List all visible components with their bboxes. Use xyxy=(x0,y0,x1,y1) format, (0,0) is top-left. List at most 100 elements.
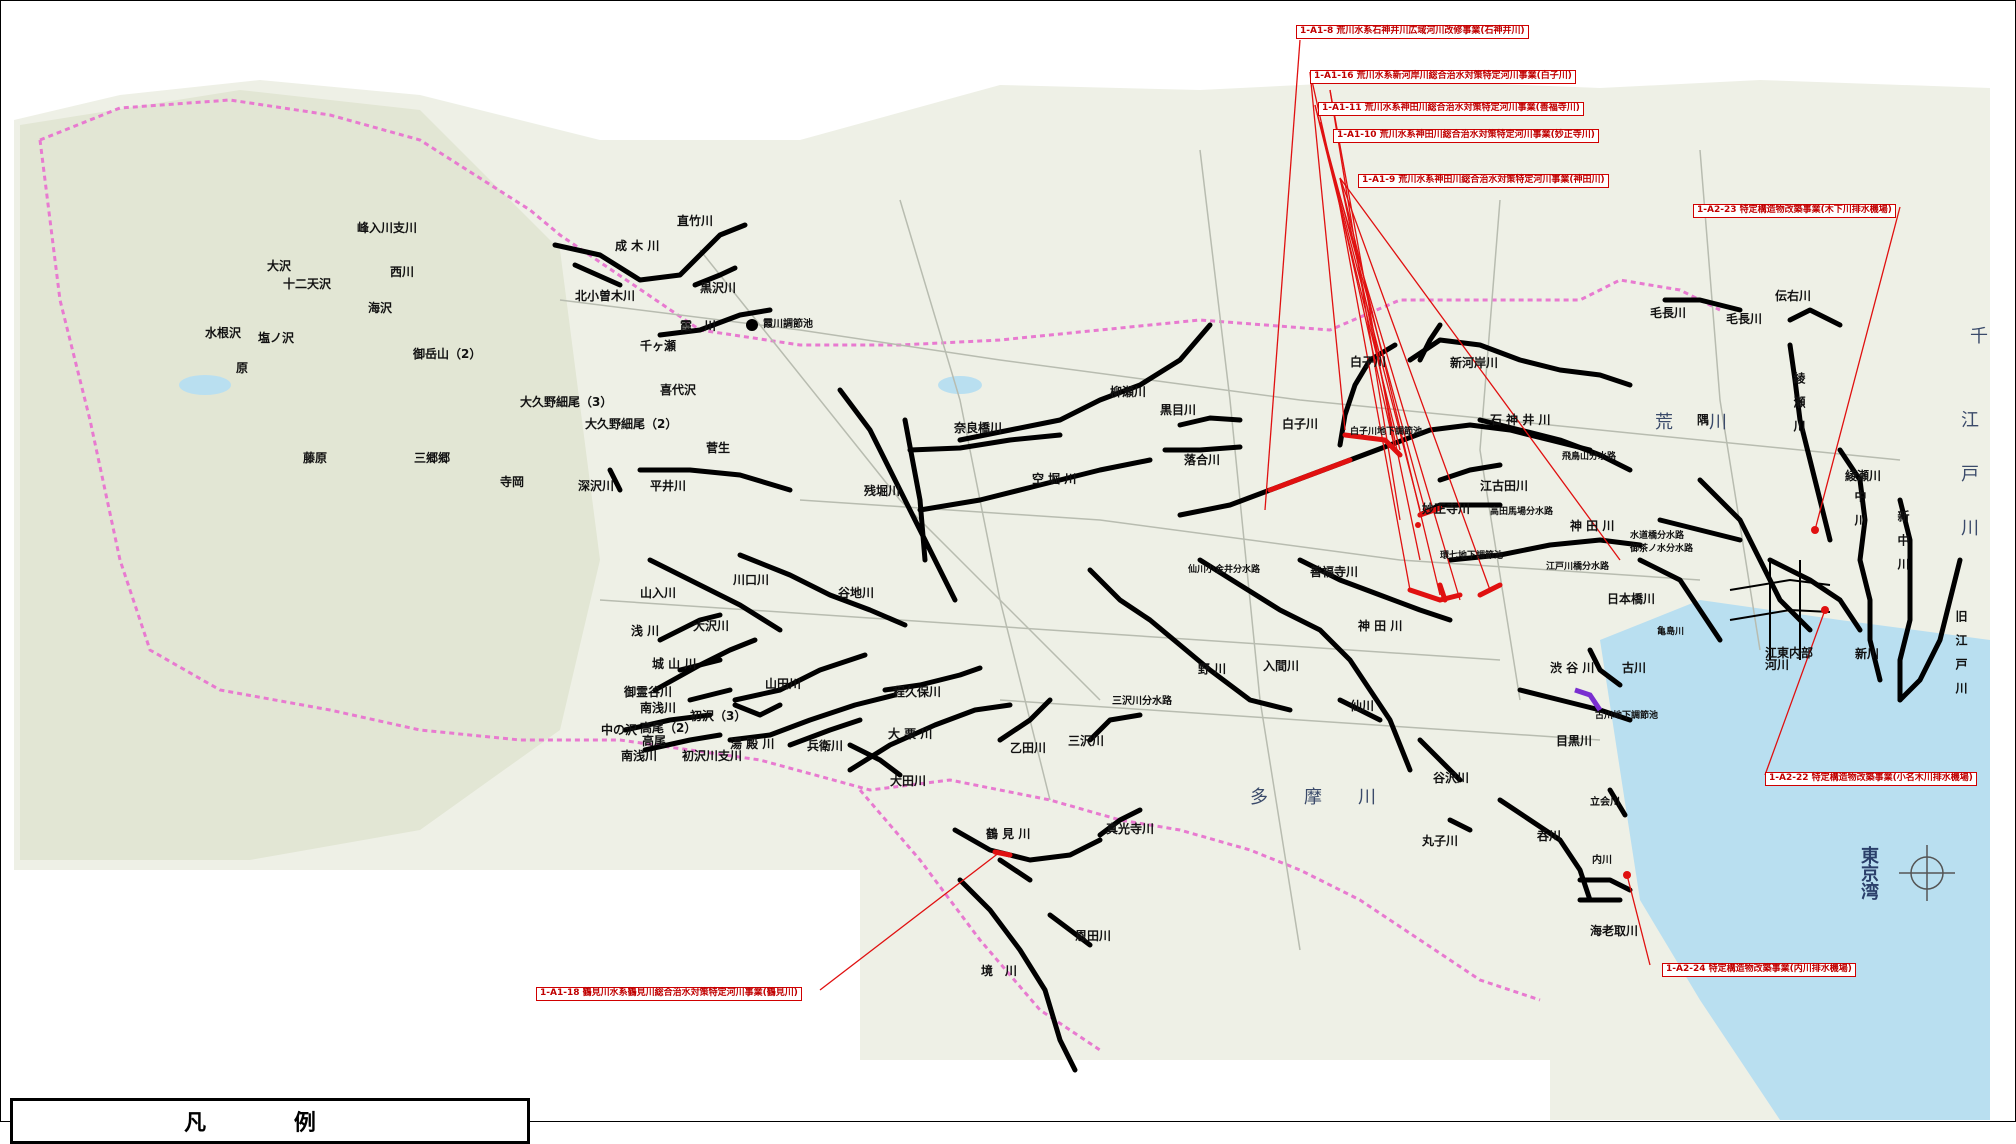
river-sumida xyxy=(1697,477,1813,633)
label-minamiasa2: 南浅川 xyxy=(621,749,658,763)
label-karabori: 空 堀 川 xyxy=(1032,472,1077,486)
river-onda xyxy=(1047,912,1093,948)
river-shinnaka xyxy=(1897,497,1913,703)
river-yazawa xyxy=(1417,737,1463,783)
river-shingashi xyxy=(1407,337,1633,388)
label-shirako-pond: 白子川地下調節池 xyxy=(1350,427,1423,437)
label-tsurumi: 鶴 見 川 xyxy=(986,827,1031,841)
label-okuno3: 大久野細尾（3） xyxy=(520,395,613,409)
label-uchikawa: 内川 xyxy=(1592,855,1612,866)
label-ochiai: 落合川 xyxy=(1184,453,1221,467)
label-edogawabashi: 江戸川橋分水路 xyxy=(1546,562,1610,572)
river-otsuda xyxy=(997,697,1053,743)
river-irima xyxy=(1337,697,1383,723)
label-osawa: 大沢 xyxy=(267,259,292,273)
label-shibuya: 渋 谷 川 xyxy=(1550,661,1595,675)
compass-icon xyxy=(1899,845,1955,901)
label-kanda: 神 田 川 xyxy=(1570,519,1615,533)
label-asakawa: 浅 川 xyxy=(631,624,660,638)
label-juniten: 十二天沢 xyxy=(283,277,332,291)
river-nogawa xyxy=(1087,567,1293,713)
label-okuno2: 大久野細尾（2） xyxy=(585,417,678,431)
label-shiroyama: 城 山 川 xyxy=(652,657,697,671)
label-sakai: 境 川 xyxy=(981,964,1018,978)
label-misawabun: 三沢川分水路 xyxy=(1112,696,1172,707)
river-shinko xyxy=(1097,807,1143,838)
river-yamairi xyxy=(647,557,783,633)
label-yazawa: 谷沢川 xyxy=(1433,771,1470,785)
tokyo-bay xyxy=(1600,600,1990,1120)
callout-kanda: 1-A1-9 荒川水系神田川総合治水対策特定河川事業(神田川) xyxy=(1358,174,1609,188)
label-nogawa: 野 川 xyxy=(1198,662,1227,676)
label-shingashi: 新河岸川 xyxy=(1450,356,1499,370)
label-kamejima: 亀島川 xyxy=(1657,627,1685,637)
callout-uchikawa: 1-A2-24 特定構造物改築事業(内川排水機場) xyxy=(1662,963,1856,977)
label-kandagawa2: 神 田 川 xyxy=(1358,619,1403,633)
label-kasumigawa: 霞 川 xyxy=(680,319,717,333)
label-takao2: 高尾（2） xyxy=(640,721,697,735)
label-takadanobaba: 高田馬場分水路 xyxy=(1490,507,1554,517)
callout-leaders xyxy=(819,39,1901,991)
label-fukazawa: 深沢川 xyxy=(578,479,615,493)
label-fujiwara: 藤原 xyxy=(303,451,328,465)
label-ishida: 飛鳥山分水路 xyxy=(1562,452,1617,462)
label-nakanosawa: 中の沢 xyxy=(601,723,638,737)
callout-shirako: 1-A1-16 荒川水系新河岸川総合治水対策特定河川事業(白子川) xyxy=(1310,70,1576,84)
river-yanase xyxy=(957,322,1213,443)
label-hatsuzawashi: 初沢川支川 xyxy=(682,749,743,763)
label-ebitori: 海老取川 xyxy=(1590,924,1639,938)
river-kitaogiso xyxy=(572,262,623,288)
label-minamiasa: 南浅川 xyxy=(640,701,677,715)
river-yamada xyxy=(732,652,868,703)
river-kyuedo xyxy=(1897,557,1963,703)
label-denemon: 伝右川 xyxy=(1775,289,1812,303)
kasumi-pond-dot xyxy=(746,319,758,331)
label-marukogawa: 丸子川 xyxy=(1422,834,1459,848)
label-kurosawagawa: 黒沢川 xyxy=(700,281,737,295)
river-narahashi xyxy=(907,432,1063,453)
river-shingashi2 xyxy=(1417,322,1443,363)
label-otsuda: 乙田川 xyxy=(1010,741,1047,755)
label-ayase: 綾 瀬 川 xyxy=(1792,372,1806,432)
project-myosho xyxy=(1417,505,1443,518)
lake-okutama xyxy=(179,375,231,395)
river-yudono xyxy=(727,692,898,743)
label-nishikawa: 西川 xyxy=(390,265,415,279)
label-kitaogisogawa: 北小曽木川 xyxy=(575,289,636,303)
label-kenaga1: 毛長川 xyxy=(1650,306,1687,320)
label-shionosawa: 塩ノ沢 xyxy=(258,331,295,345)
label-hodokubo: 程久保川 xyxy=(893,685,942,699)
label-shakujii: 石 神 井 川 xyxy=(1490,413,1551,427)
label-sandogo: 三郷郷 xyxy=(414,451,451,465)
label-narukigawa: 成 木 川 xyxy=(615,239,660,253)
label-hyoe: 兵衛川 xyxy=(807,739,844,753)
furukawa-underground-pond xyxy=(1574,687,1603,712)
river-uchikawa xyxy=(1577,877,1633,893)
label-kaisawa: 海沢 xyxy=(368,301,393,315)
river-tachiai xyxy=(1607,787,1628,818)
project-sections xyxy=(992,432,1503,858)
river-ota xyxy=(847,742,903,778)
label-shinnaka: 新 中 川 xyxy=(1896,510,1910,570)
river-nakagawa xyxy=(1837,447,1883,683)
label-tachiai: 立会川 xyxy=(1590,797,1620,808)
river-marukogawa xyxy=(1447,817,1473,833)
river-karabori xyxy=(917,457,1153,513)
label-hara: 原 xyxy=(236,361,249,375)
river-zanbori xyxy=(837,387,958,603)
river-nihonbashi xyxy=(1637,557,1723,643)
label-yachi: 谷地川 xyxy=(838,586,875,600)
river-tsurumi xyxy=(952,827,1103,883)
label-kenaga2: 毛長川 xyxy=(1726,312,1763,326)
label-misawa: 三沢川 xyxy=(1068,734,1105,748)
label-kasumi-pond: 霞川調節池 xyxy=(763,319,813,330)
river-otsu xyxy=(847,702,1013,773)
label-yanasegawa: 柳瀬川 xyxy=(1110,385,1147,399)
river-shibuya xyxy=(1587,647,1623,688)
label-sumida: 隅 xyxy=(1697,413,1710,427)
label-furukawa-pond: 古川地下調節池 xyxy=(1595,711,1659,721)
river-kanda xyxy=(1447,537,1643,563)
river-hyoe xyxy=(787,717,863,748)
river-shakujii2 xyxy=(1477,417,1633,473)
